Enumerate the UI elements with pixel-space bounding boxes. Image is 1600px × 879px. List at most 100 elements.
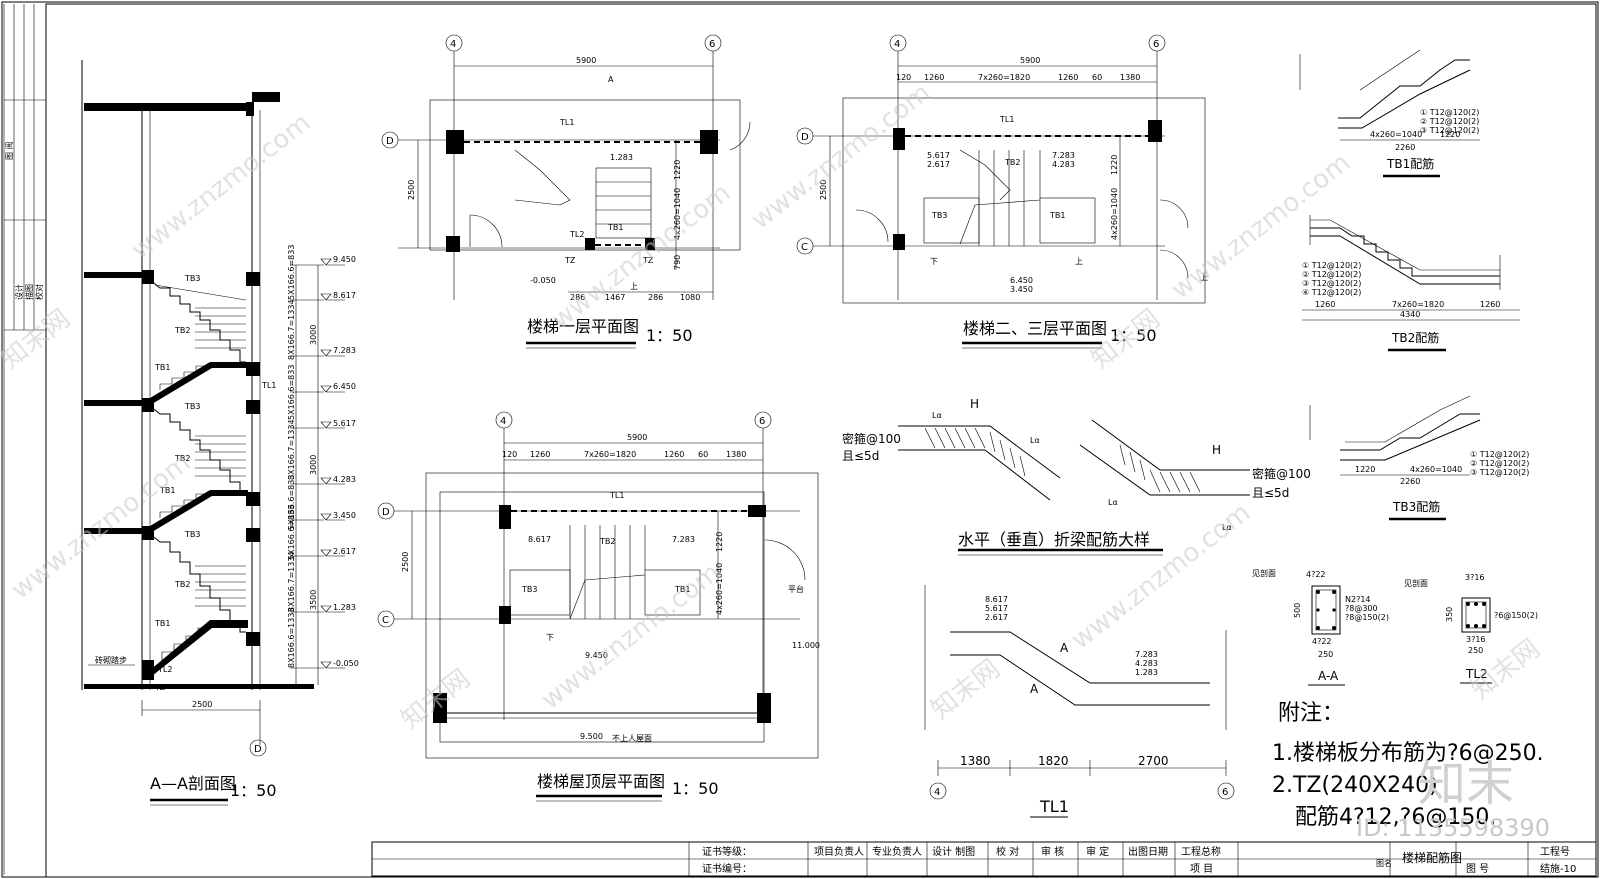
p1-dim-1220: 1220 (673, 160, 682, 180)
aa-member-tb2-1: TB2 (174, 326, 190, 335)
aa-elev-6: 4.283 (333, 475, 356, 484)
bd-dense-2: 密箍@100 (1252, 466, 1311, 481)
aa-dim-6: 8X166.7=1334 (287, 419, 296, 480)
tl1-dim-1: 1380 (960, 754, 991, 768)
p1-axis-4: 4 (450, 39, 456, 50)
aa-member-tl1: TL1 (261, 381, 276, 390)
aa-elev-8: 2.617 (333, 547, 356, 556)
tb2-reinforcement: ① T12@120(2) ② T12@120(2) ③ T12@120(2) ④… (1302, 215, 1520, 352)
sa-dim-h: 500 (1293, 603, 1302, 618)
aa-elev-3: 7.283 (333, 346, 356, 355)
p1-tz-1: TZ (564, 256, 576, 265)
pr-label-platform: 平台 (788, 584, 804, 594)
tl1-el-r1: 7.283 (1135, 650, 1158, 659)
aa-dim-11: 3500 (309, 590, 318, 610)
p23-axis-6: 6 (1153, 39, 1159, 50)
p23-down: 下 (930, 257, 938, 266)
tb-review: 审 核 (1041, 845, 1064, 858)
p1-scale: 1：50 (646, 326, 693, 345)
aa-member-tb1-2: TB1 (159, 486, 175, 495)
p23-elev-4283: 4.283 (1052, 160, 1075, 169)
pr-dim-1220: 1220 (715, 532, 724, 552)
aa-elev-9: 1.283 (333, 603, 356, 612)
bd-lim-2: 且≤5d (1252, 486, 1289, 500)
notes-line-1: 1.楼梯板分布筋为?6@250. (1272, 741, 1544, 766)
pr-dim-2500: 2500 (401, 552, 410, 572)
p23-elev-7283: 7.283 (1052, 151, 1075, 160)
tb-check: 校 对 (996, 845, 1019, 858)
aa-elev-5: 5.617 (333, 419, 356, 428)
aa-dim-3: 3000 (309, 325, 318, 345)
drawing-frame (45, 3, 1597, 878)
p1-tz-2: TZ (642, 256, 654, 265)
bd-lim-1: 且≤5d (842, 449, 879, 463)
tl2-label-1: 见剖面 (1404, 578, 1428, 588)
p1-dimb-1: 286 (570, 293, 585, 302)
aa-dim-1: 5X166.6=833 (287, 245, 296, 300)
p23-elev-5617: 5.617 (927, 151, 950, 160)
bd-la-3: Lα (1108, 498, 1118, 507)
tl1-el-r3: 1.283 (1135, 668, 1158, 677)
aa-dim-2: 8X166.7=1334 (287, 299, 296, 360)
sa-label-1: 见剖面 (1252, 568, 1276, 578)
beam-detail: Lα H Lα 密箍@100 且≤5d H 密箍@100 且≤5d Lα Lα … (842, 397, 1311, 556)
tb1-reinforcement: ① T12@120(2) ② T12@120(2) ③ T12@120(2) 2… (1299, 49, 1480, 178)
tl1-el-r2: 4.283 (1135, 659, 1158, 668)
bd-la-4: Lα (1222, 523, 1232, 532)
pr-elev-11000: 11.000 (792, 641, 820, 650)
aa-axis-d: D (254, 744, 262, 755)
pr-axis-6: 6 (759, 416, 765, 427)
aa-title: A—A剖面图 (150, 774, 236, 793)
strip-label-4: 校对 (34, 284, 44, 300)
bd-dense-1: 密箍@100 (842, 431, 901, 446)
wm-cn-1: 知末网 (0, 304, 76, 376)
tl1-dim-2: 1820 (1038, 754, 1069, 768)
tb-drawing-name: 楼梯配筋图 (1402, 850, 1462, 865)
p1-dimb-4: 1080 (680, 293, 700, 302)
pr-elev-8617: 8.617 (528, 535, 551, 544)
pr-axis-c: C (382, 615, 389, 626)
tb2-dim-2: 7x260=1820 (1392, 300, 1444, 309)
p23-tb2: TB2 (1004, 158, 1020, 167)
pr-dim-1260a: 1260 (530, 450, 550, 459)
tb-date: 出图日期 (1128, 845, 1168, 858)
p1-tb1: TB1 (607, 223, 623, 232)
p23-dim-60: 60 (1092, 73, 1102, 82)
p23-dim-1040: 4x260=1040 (1110, 188, 1119, 240)
tb-proj-lead: 项目负责人 (814, 845, 864, 858)
tb2-bar-2: ② T12@120(2) (1302, 270, 1361, 279)
aa-width: 2500 (192, 700, 212, 709)
aa-dim-8: 5X166.6=833 (287, 505, 296, 560)
pr-elev-9450: 9.450 (585, 651, 608, 660)
section-tl2: 见剖面 3?16 ?6@150(2) 3?16 350 250 TL2 (1404, 573, 1538, 684)
tl2-dim-h: 350 (1445, 607, 1454, 622)
p23-dim-1260a: 1260 (924, 73, 944, 82)
plan-1: 4 6 5900 D 2500 TL1 1.283 TB1 TL2 T (381, 34, 751, 349)
p1-elev-0050: -0.050 (530, 276, 556, 285)
pr-tl1: TL1 (609, 491, 624, 500)
p23-title: 楼梯二、三层平面图 (963, 319, 1107, 338)
tb-proj-name: 工程总称 (1181, 845, 1221, 858)
tb2-dim-3: 1260 (1480, 300, 1500, 309)
bd-la-1: Lα (932, 411, 942, 420)
aa-dim-5: 5X166.6=833 (287, 475, 296, 530)
tl1-el-l1: 8.617 (985, 595, 1008, 604)
aa-dim-12: 8X166.6=1333 (287, 607, 296, 668)
pr-dim-5900: 5900 (627, 433, 647, 442)
p23-elev-3450: 3.450 (1010, 285, 1033, 294)
wm-brand: 知末 (1418, 756, 1514, 812)
p1-dim-2500: 2500 (407, 180, 416, 200)
bd-h-1: H (970, 397, 979, 411)
aa-member-tb3-2: TB3 (184, 402, 200, 411)
aa-member-tb2-3: TB2 (174, 580, 190, 589)
p23-up-2: 上 (1200, 273, 1208, 282)
wm-site-5: www.znzmo.com (746, 78, 936, 236)
tb3-dim-2: 4x260=1040 (1410, 465, 1462, 474)
tl1-cut-1: A (1060, 641, 1069, 655)
tl2-label-4: 3?16 (1466, 635, 1486, 644)
pr-dim-1040: 4x260=1040 (715, 563, 724, 615)
aa-dim-4: 5X166.6=833 (287, 365, 296, 420)
sa-dim-w: 250 (1318, 650, 1333, 659)
tl1-cut-2: A (1030, 682, 1039, 696)
